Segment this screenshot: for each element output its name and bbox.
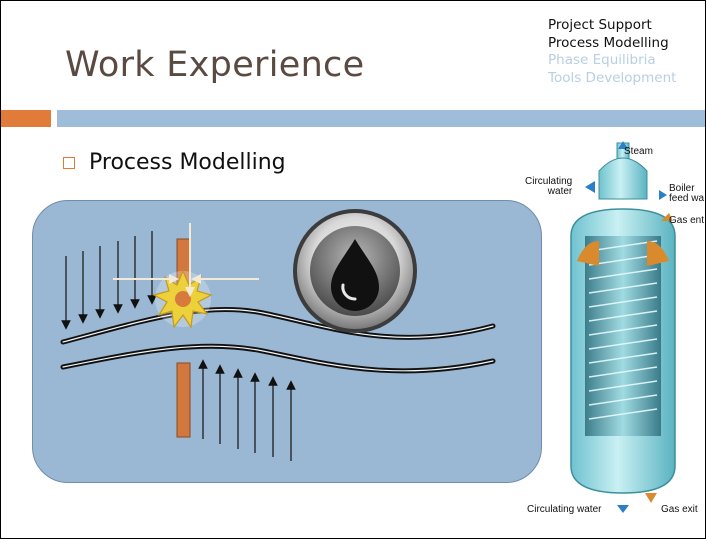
label-steam: Steam: [624, 146, 653, 157]
label-circulating-water-top: Circulating water: [525, 176, 573, 197]
label-circulating-water-bottom: Circulating water: [527, 504, 602, 515]
downward-arrows: [61, 231, 157, 330]
topic-navigation: Project Support Process Modelling Phase …: [548, 17, 676, 87]
upward-arrows: [198, 359, 296, 461]
square-bullet-icon: [63, 156, 75, 169]
vessel-illustration: [570, 141, 676, 513]
accent-bar-orange: [1, 110, 51, 127]
label-boiler-feed: Boiler feed wa: [669, 183, 705, 204]
topic-phase-equilibria[interactable]: Phase Equilibria: [548, 52, 656, 68]
oil-droplet-icon: [293, 209, 417, 333]
topic-project-support[interactable]: Project Support: [548, 17, 652, 33]
bullet-item: Process Modelling: [63, 150, 286, 175]
label-gas-exit: Gas exit: [661, 504, 698, 515]
process-illustration-panel: [32, 200, 542, 483]
boiler-vessel-diagram: Steam Circulating water Boiler feed wa G…: [519, 141, 705, 538]
accent-bar-blue: [57, 110, 705, 127]
topic-process-modelling[interactable]: Process Modelling: [548, 34, 669, 51]
pipe-lines: [60, 306, 496, 374]
topic-tools-development[interactable]: Tools Development: [548, 69, 677, 86]
label-gas-entry: Gas ent: [669, 215, 705, 226]
slide-title: Work Experience: [65, 45, 365, 85]
bullet-text: Process Modelling: [89, 150, 286, 175]
process-illustration: [60, 209, 496, 461]
